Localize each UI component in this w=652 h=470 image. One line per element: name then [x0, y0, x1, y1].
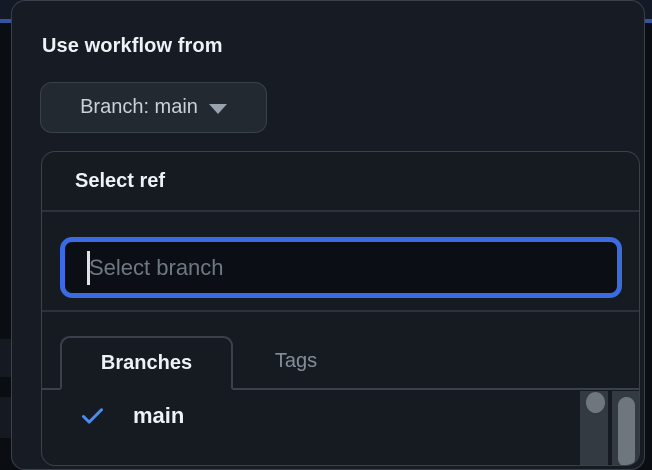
branch-selector-button[interactable]: Branch: main	[40, 82, 267, 133]
select-ref-panel: Select ref Branches Tags main	[41, 151, 640, 466]
tab-branches[interactable]: Branches	[60, 336, 233, 390]
scrollbar-track[interactable]	[611, 391, 639, 465]
branch-name-label: main	[133, 403, 185, 428]
run-workflow-dialog: Use workflow from Branch: main Select re…	[11, 0, 645, 470]
divider	[42, 210, 639, 212]
background-list-row	[0, 339, 11, 377]
use-workflow-from-heading: Use workflow from	[42, 35, 223, 57]
scrollbar-thumb[interactable]	[586, 392, 605, 413]
scrollbar-track[interactable]	[580, 391, 608, 465]
ref-filter-section	[42, 212, 639, 310]
background-list-row	[0, 397, 11, 438]
check-icon	[82, 407, 103, 424]
divider	[42, 310, 639, 312]
scrollbar-thumb[interactable]	[617, 397, 635, 465]
select-branch-input[interactable]	[60, 237, 622, 298]
chevron-down-icon	[208, 104, 227, 114]
text-cursor	[87, 251, 90, 285]
branch-selector-label: Branch: main	[80, 96, 198, 118]
branch-list-item-main[interactable]: main	[42, 390, 639, 442]
select-ref-header: Select ref	[42, 152, 639, 210]
branch-list: main	[42, 390, 639, 442]
select-ref-title: Select ref	[75, 169, 166, 192]
ref-type-tabs: Branches Tags	[42, 312, 639, 390]
tab-tags[interactable]: Tags	[274, 349, 318, 372]
